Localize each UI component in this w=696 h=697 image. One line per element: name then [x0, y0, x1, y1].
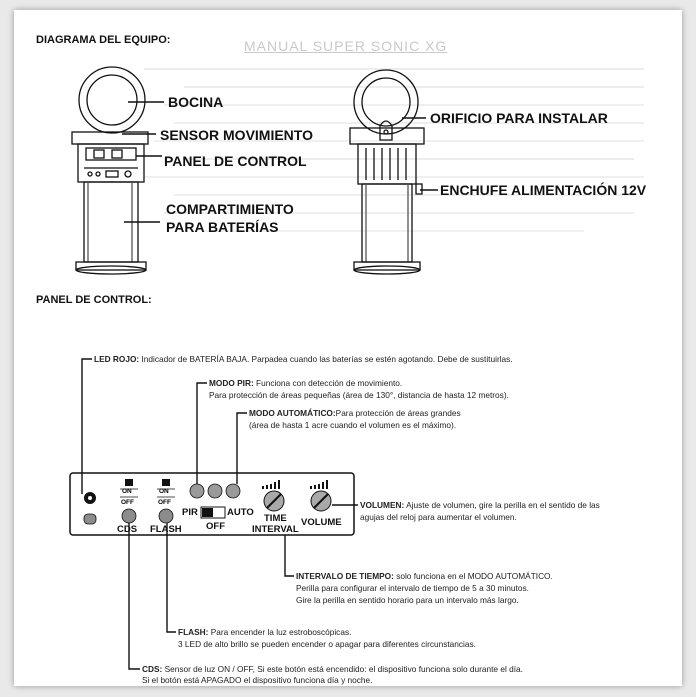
flash-on-label: ON	[159, 488, 169, 495]
cds-off-label: OFF	[121, 499, 134, 506]
callout-modo-auto: MODO AUTOMÁTICO:Para protección de áreas…	[249, 407, 461, 419]
time-level-icon	[262, 480, 280, 489]
callout-term: MODO PIR:	[209, 378, 254, 388]
flash-label: FLASH	[150, 524, 182, 535]
panel-leader-lines	[81, 358, 358, 670]
battery-compartment-label-1: COMPARTIMIENTO	[166, 201, 294, 217]
callout-term: CDS:	[142, 664, 163, 674]
cds-on-label: ON	[122, 488, 132, 495]
callout-term: MODO AUTOMÁTICO:	[249, 408, 336, 418]
callout-text: Indicador de BATERÍA BAJA. Parpadea cuan…	[139, 354, 513, 364]
callout-modo-auto-line2: (área de hasta 1 acre cuando el volumen …	[249, 420, 457, 430]
callout-intervalo-line3: Gire la perilla en sentido horario para …	[296, 595, 519, 605]
battery-compartment-label-2: PARA BATERÍAS	[166, 219, 279, 235]
device-diagram-heading: DIAGRAMA DEL EQUIPO:	[36, 34, 171, 46]
indicator-lens-icon	[83, 513, 97, 525]
callout-term: LED ROJO:	[94, 354, 140, 364]
volume-label: VOLUME	[301, 517, 342, 528]
device-back-view	[349, 69, 425, 275]
flash-off-label: OFF	[158, 499, 171, 506]
mounting-hole-label: ORIFICIO PARA INSTALAR	[430, 110, 608, 126]
time-label: TIME	[264, 513, 287, 524]
callout-flash: FLASH: Para encender la luz estroboscópi…	[178, 626, 351, 638]
cds-sensor-icon	[121, 508, 137, 524]
power-plug-label: ENCHUFE ALIMENTACIÓN 12V	[440, 182, 647, 198]
callout-term: FLASH:	[178, 627, 209, 637]
mode-switch-icon	[202, 508, 213, 517]
auto-led-icon	[225, 483, 241, 499]
panel-outline	[69, 472, 355, 536]
cds-label: CDS	[117, 524, 138, 535]
callout-text: Para encender la luz estroboscópicas.	[208, 627, 352, 637]
callout-term: VOLUMEN:	[360, 500, 405, 510]
callout-text: solo funciona en el MODO AUTOMÁTICO.	[393, 571, 553, 581]
flash-led-icon	[158, 508, 174, 524]
callout-volumen-line2: agujas del reloj para aumentar el volume…	[360, 512, 517, 522]
callout-text: Ajuste de volumen, gire la perilla en el…	[404, 500, 600, 510]
pir-led-icon	[189, 483, 205, 499]
interval-label: INTERVAL	[252, 524, 299, 535]
callout-term: INTERVALO DE TIEMPO:	[296, 571, 394, 581]
control-panel-heading: PANEL DE CONTROL:	[36, 294, 152, 306]
callout-flash-line2: 3 LED de alto brillo se pueden encender …	[178, 639, 476, 649]
flash-toggle-icon	[162, 479, 170, 486]
callout-volumen: VOLUMEN: Ajuste de volumen, gire la peri…	[360, 499, 600, 511]
callout-text: Funciona con detección de movimiento.	[253, 378, 403, 388]
ghost-title: MANUAL SUPER SONIC XG	[244, 38, 448, 54]
auto-label: AUTO	[227, 507, 254, 518]
callout-cds: CDS: Sensor de luz ON / OFF, Si este bot…	[142, 663, 523, 675]
manual-page: MANUAL SUPER SONIC XG DIAGRAMA DEL EQUIP…	[14, 10, 682, 686]
callout-modo-pir: MODO PIR: Funciona con detección de movi…	[209, 377, 402, 389]
callout-text: Sensor de luz ON / OFF, Si este botón es…	[162, 664, 523, 674]
device-leader-lines	[122, 101, 438, 223]
device-drawings	[71, 66, 438, 275]
motion-sensor-label: SENSOR MOVIMIENTO	[160, 127, 313, 143]
middle-led-icon	[207, 483, 223, 499]
volume-level-icon	[310, 480, 328, 489]
callout-cds-line2: Si el botón está APAGADO el dispositivo …	[142, 675, 373, 685]
callout-intervalo: INTERVALO DE TIEMPO: solo funciona en el…	[296, 570, 553, 582]
callout-modo-pir-line2: Para protección de áreas pequeñas (área …	[209, 390, 509, 400]
callout-text: Para protección de áreas grandes	[335, 408, 461, 418]
callout-led-rojo: LED ROJO: Indicador de BATERÍA BAJA. Par…	[94, 353, 513, 365]
control-panel-label: PANEL DE CONTROL	[164, 153, 307, 169]
callout-intervalo-line2: Perilla para configurar el intervalo de …	[296, 583, 529, 593]
speaker-label: BOCINA	[168, 94, 224, 110]
off-mode-label: OFF	[206, 521, 225, 532]
pir-label: PIR	[182, 507, 198, 518]
cds-toggle-icon	[125, 479, 133, 486]
control-panel-drawing	[69, 358, 358, 670]
